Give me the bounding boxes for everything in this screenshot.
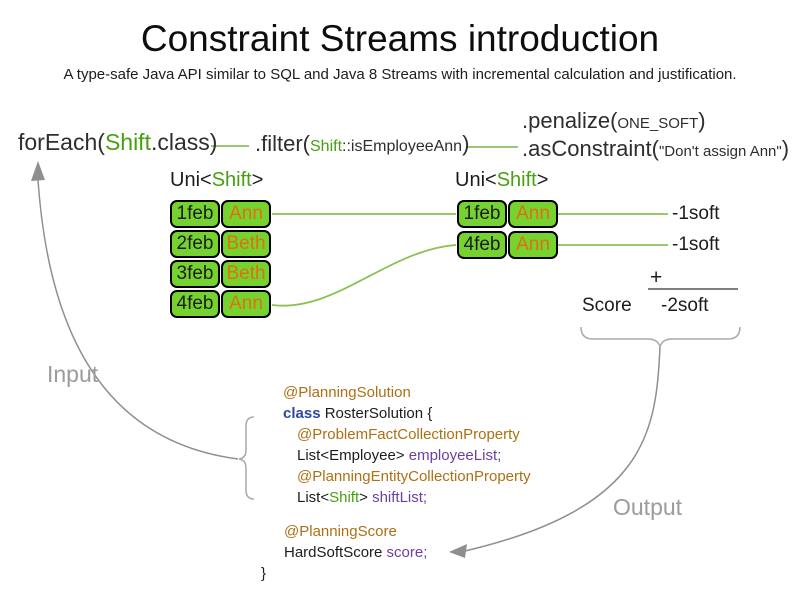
foreach-pre: forEach(	[18, 129, 105, 155]
code-blank-line	[261, 508, 531, 521]
employee-type: List<Employee>	[297, 447, 409, 464]
uni-shift-header-left: Uni<Shift>	[170, 169, 263, 192]
penalty-label: -1soft	[672, 234, 720, 255]
shift-cell-date: 4feb	[170, 290, 220, 318]
code-line-planning-score-annotation: @PlanningScore	[284, 523, 397, 540]
shift-cell-date: 3feb	[170, 260, 220, 288]
shift-type-pre: List<	[297, 489, 330, 506]
pipeline-foreach: forEach(Shift.class)	[18, 129, 217, 156]
filter-type: Shift	[310, 138, 343, 155]
score-brace	[580, 326, 741, 348]
asconstraint-post: )	[781, 136, 790, 161]
penalize-post: )	[698, 108, 706, 133]
plus-sign: +	[650, 266, 663, 289]
shift-cell-date: 1feb	[170, 200, 220, 228]
page-subtitle: A type-safe Java API similar to SQL and …	[63, 66, 737, 83]
shift-cell-employee: Beth	[221, 230, 271, 258]
filter-post: )	[462, 131, 470, 156]
penalize-arg: ONE_SOFT	[617, 115, 699, 132]
employee-field: employeeList;	[408, 447, 502, 464]
score-value: -2soft	[661, 295, 709, 316]
uni-pre: Uni<	[170, 169, 212, 191]
code-line-score: HardSoftScore score;	[284, 542, 531, 563]
score-field: score;	[386, 544, 428, 561]
foreach-post: .class)	[150, 129, 218, 155]
shift-cell-employee: Ann	[221, 290, 271, 318]
uni-post: >	[536, 169, 549, 191]
output-label: Output	[613, 494, 683, 520]
score-label: Score	[582, 295, 632, 316]
code-line-planning-entity-annotation: @PlanningEntityCollectionProperty	[297, 468, 531, 485]
code-line-planning-solution: @PlanningSolution	[283, 384, 411, 401]
pipeline-penalize: .penalize(ONE_SOFT)	[522, 108, 706, 134]
filter-pre: .filter(	[255, 131, 310, 156]
penalty-label: -1soft	[672, 203, 720, 224]
uni-post: >	[251, 169, 264, 191]
shift-cell-date: 1feb	[457, 200, 507, 228]
penalize-pre: .penalize(	[522, 108, 618, 133]
solution-brace	[238, 416, 255, 500]
shift-cell-date: 4feb	[457, 231, 507, 259]
pipeline-filter: .filter(Shift::isEmployeeAnn)	[255, 131, 469, 157]
uni-type: Shift	[211, 169, 252, 191]
shift-cell-date: 2feb	[170, 230, 220, 258]
shift-cell-employee: Ann	[508, 231, 558, 259]
shift-cell-employee: Beth	[221, 260, 271, 288]
foreach-type: Shift	[104, 129, 151, 155]
code-block: @PlanningSolution class RosterSolution {…	[261, 382, 531, 584]
asconstraint-arg: "Don't assign Ann"	[658, 143, 782, 160]
uni-type: Shift	[496, 169, 537, 191]
code-line-employee-list: List<Employee> employeeList;	[297, 445, 531, 466]
uni-pre: Uni<	[455, 169, 497, 191]
shift-field: shiftList;	[372, 489, 428, 506]
class-keyword: class	[283, 405, 321, 422]
shift-type: Shift	[329, 489, 360, 506]
match-line-4feb	[271, 244, 457, 307]
pipeline-asconstraint: .asConstraint("Don't assign Ann")	[522, 136, 789, 162]
filter-arg: ::isEmployeeAnn	[342, 138, 463, 155]
code-line-problem-fact-annotation: @ProblemFactCollectionProperty	[297, 426, 520, 443]
code-closing-brace: }	[261, 565, 267, 582]
input-label: Input	[47, 361, 99, 387]
shift-cell-employee: Ann	[221, 200, 271, 228]
shift-type-post: >	[359, 489, 373, 506]
class-name: RosterSolution {	[320, 405, 433, 422]
page-title: Constraint Streams introduction	[140, 18, 660, 59]
code-line-class-decl: class RosterSolution {	[283, 403, 531, 424]
uni-shift-header-right: Uni<Shift>	[455, 169, 548, 192]
input-arrowhead-icon	[31, 161, 45, 181]
shift-cell-employee: Ann	[508, 200, 558, 228]
code-line-shift-list: List<Shift> shiftList;	[297, 487, 531, 508]
score-type: HardSoftScore	[284, 544, 387, 561]
asconstraint-pre: .asConstraint(	[522, 136, 659, 161]
